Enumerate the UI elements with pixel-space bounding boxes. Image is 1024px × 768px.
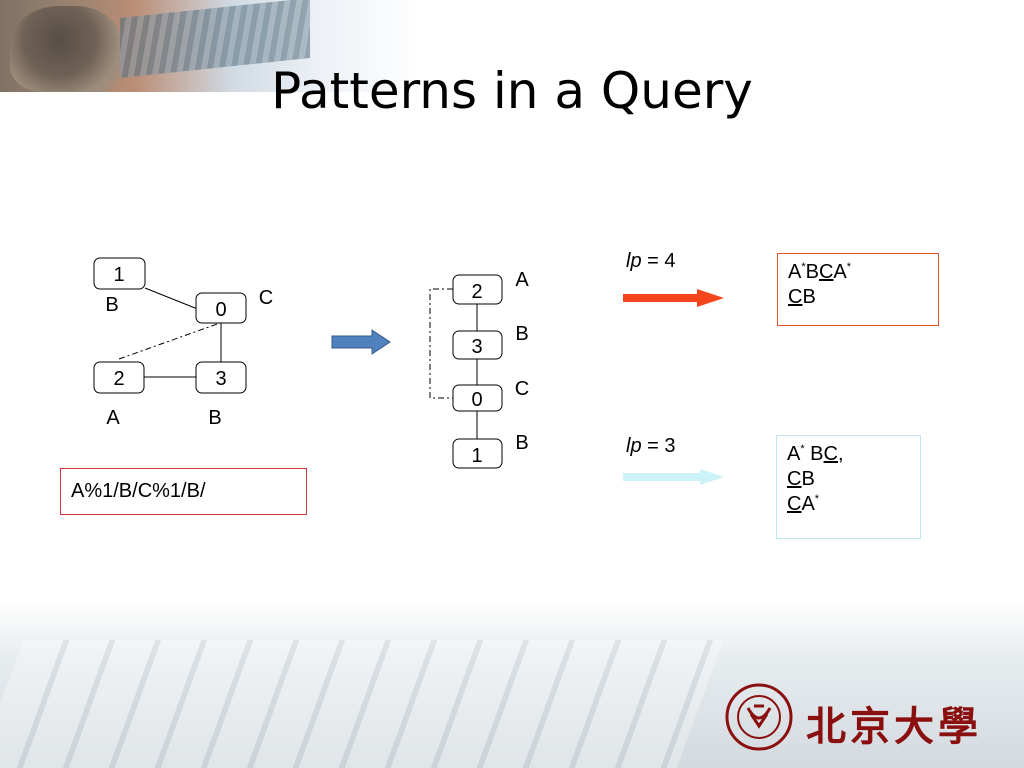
query-node-1-id: 1 [113, 264, 124, 286]
chain-node-2-id: 2 [471, 281, 482, 303]
pattern-token: B [801, 468, 815, 490]
lp-label-3: lp = 3 [626, 435, 676, 458]
edge-2-0-dashed [118, 322, 221, 360]
lp-symbol: lp [626, 435, 642, 457]
pattern-token: , [837, 443, 844, 465]
chain-node-0: 0 [452, 384, 503, 412]
footer-background [0, 600, 1024, 768]
pattern-token: A [787, 443, 801, 465]
pattern-token: B [804, 443, 824, 465]
pattern-token: C [787, 493, 802, 515]
query-node-0-label: C [259, 287, 273, 309]
lp-value: = 3 [641, 435, 676, 457]
header-photo [0, 0, 420, 92]
pattern-token: C [823, 443, 838, 465]
query-node-2-label: A [106, 407, 120, 429]
pattern-token: C [818, 261, 834, 283]
pku-logo-seal [725, 683, 793, 751]
chain-node-3: 3 [452, 330, 503, 360]
pattern-token: * [800, 443, 805, 455]
pattern-line: A* BC, [787, 442, 910, 467]
transform-arrow [331, 329, 391, 355]
pattern-token: B [805, 261, 819, 283]
query-node-3: 3 [195, 361, 247, 394]
query-node-1-label: B [105, 294, 118, 316]
query-node-3-label: B [208, 407, 221, 429]
pattern-token: C [787, 468, 802, 490]
pattern-token: * [801, 261, 806, 273]
query-string: A%1/B/C%1/B/ [71, 480, 206, 502]
query-string-box: A%1/B/C%1/B/ [60, 468, 307, 515]
pattern-arrow-lp4 [623, 289, 724, 307]
chain-node-3-label: B [515, 323, 528, 345]
pattern-box-lp4: A*BCA*CB [777, 253, 939, 326]
query-node-2-id: 2 [113, 368, 124, 390]
pattern-line: CB [787, 467, 910, 492]
pattern-token: A [801, 493, 815, 515]
stone-lion-image [10, 6, 120, 92]
chain-node-0-id: 0 [471, 389, 482, 411]
chain-node-0-label: C [515, 378, 529, 400]
chain-node-1-label: B [515, 432, 528, 454]
chain-node-1-id: 1 [471, 445, 482, 467]
pattern-token: A [788, 261, 802, 283]
lp-symbol: lp [626, 250, 642, 272]
query-node-0: 0 [195, 292, 247, 324]
lp-value: = 4 [641, 250, 676, 272]
chain-edge-2-0-dashed [429, 288, 453, 399]
edge-1-0 [144, 287, 201, 311]
pku-logo-text: 北京大學 [806, 703, 982, 750]
pattern-token: * [846, 261, 852, 273]
chain-node-1: 1 [452, 438, 503, 469]
pattern-token: * [814, 493, 820, 505]
chain-node-3-id: 3 [471, 336, 482, 358]
chain-node-2-label: A [515, 269, 529, 291]
query-node-2: 2 [93, 361, 145, 394]
query-node-0-id: 0 [215, 299, 226, 321]
query-node-3-id: 3 [215, 368, 226, 390]
pattern-arrow-lp3 [623, 469, 724, 485]
pattern-line: CA* [787, 492, 910, 517]
pattern-token: C [788, 286, 803, 308]
lp-label-4: lp = 4 [626, 250, 676, 273]
pattern-token: B [802, 286, 816, 308]
pattern-line: A*BCA* [788, 260, 928, 285]
pattern-line: CB [788, 285, 928, 310]
slide-title: Patterns in a Query [271, 62, 753, 120]
query-node-1: 1 [93, 257, 146, 290]
chain-node-2: 2 [452, 274, 503, 305]
pattern-token: A [833, 261, 847, 283]
